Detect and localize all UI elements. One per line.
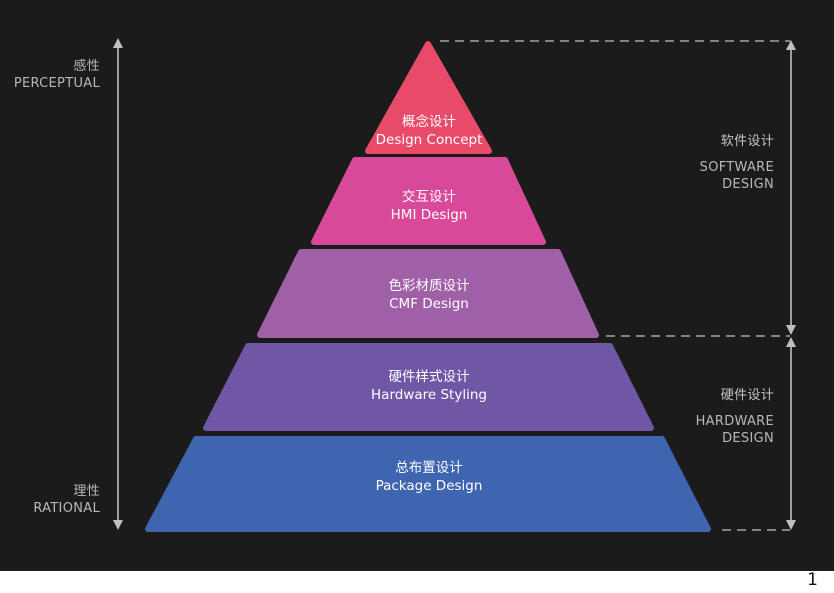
tier-hardware-styling-text: 硬件样式设计 Hardware Styling (229, 368, 629, 404)
hardware-design-label-en-1: HARDWARE (695, 414, 774, 429)
tier-hmi-design-cn: 交互设计 (402, 189, 456, 205)
page-number: 1 (807, 570, 818, 590)
diagram-stage: 感性 PERCEPTUAL 理性 RATIONAL 软件设计 SOFTWARE … (0, 0, 834, 571)
hardware-axis-arrow-down-icon (786, 520, 796, 530)
software-axis-arrow-down-icon (786, 325, 796, 335)
tier-cmf-design-cn: 色彩材质设计 (388, 278, 470, 294)
perceptual-label-cn: 感性 (73, 59, 100, 74)
rational-label: 理性 RATIONAL (0, 483, 100, 517)
hardware-axis-arrow-up-icon (786, 337, 796, 347)
software-design-label-en-1: SOFTWARE (699, 160, 774, 175)
tier-cmf-design-shape (257, 249, 599, 338)
software-design-label: 软件设计 SOFTWARE DESIGN (640, 133, 774, 193)
tier-design-concept-shape (365, 41, 492, 154)
rational-label-en: RATIONAL (33, 501, 100, 516)
tier-design-concept-cn: 概念设计 (402, 114, 456, 130)
tier-package-design-shape (145, 436, 711, 532)
tier-package-design-cn: 总布置设计 (395, 460, 463, 476)
perceptual-label: 感性 PERCEPTUAL (0, 58, 100, 92)
tier-package-design-text: 总布置设计 Package Design (229, 459, 629, 495)
pyramid-diagram (113, 38, 796, 532)
tier-design-concept-en: Design Concept (375, 132, 483, 148)
rational-label-cn: 理性 (73, 484, 100, 499)
tier-hmi-design-text: 交互设计 HMI Design (229, 188, 629, 224)
hardware-design-label-en-2: DESIGN (722, 431, 774, 446)
tier-cmf-design-en: CMF Design (389, 296, 469, 312)
tier-hardware-styling-cn: 硬件样式设计 (388, 369, 470, 385)
tier-hmi-design-shape (311, 157, 546, 245)
tier-hardware-styling-en: Hardware Styling (371, 387, 487, 403)
tier-cmf-design-text: 色彩材质设计 CMF Design (229, 277, 629, 313)
pyramid-layers (145, 41, 711, 532)
tier-design-concept-text: 概念设计 Design Concept (229, 113, 629, 149)
hardware-design-label-cn: 硬件设计 (720, 388, 774, 403)
tier-hardware-styling-shape (203, 343, 654, 431)
hardware-design-label: 硬件设计 HARDWARE DESIGN (640, 387, 774, 447)
left-axis-arrow-up-icon (113, 38, 123, 48)
tier-hmi-design-en: HMI Design (390, 207, 468, 223)
tier-package-design-en: Package Design (375, 478, 483, 494)
left-axis-arrow-down-icon (113, 520, 123, 530)
axis-lines (113, 38, 796, 531)
perceptual-label-en: PERCEPTUAL (13, 76, 100, 91)
software-design-label-cn: 软件设计 (720, 134, 774, 149)
software-axis-arrow-up-icon (786, 40, 796, 50)
software-design-label-en-2: DESIGN (722, 177, 774, 192)
